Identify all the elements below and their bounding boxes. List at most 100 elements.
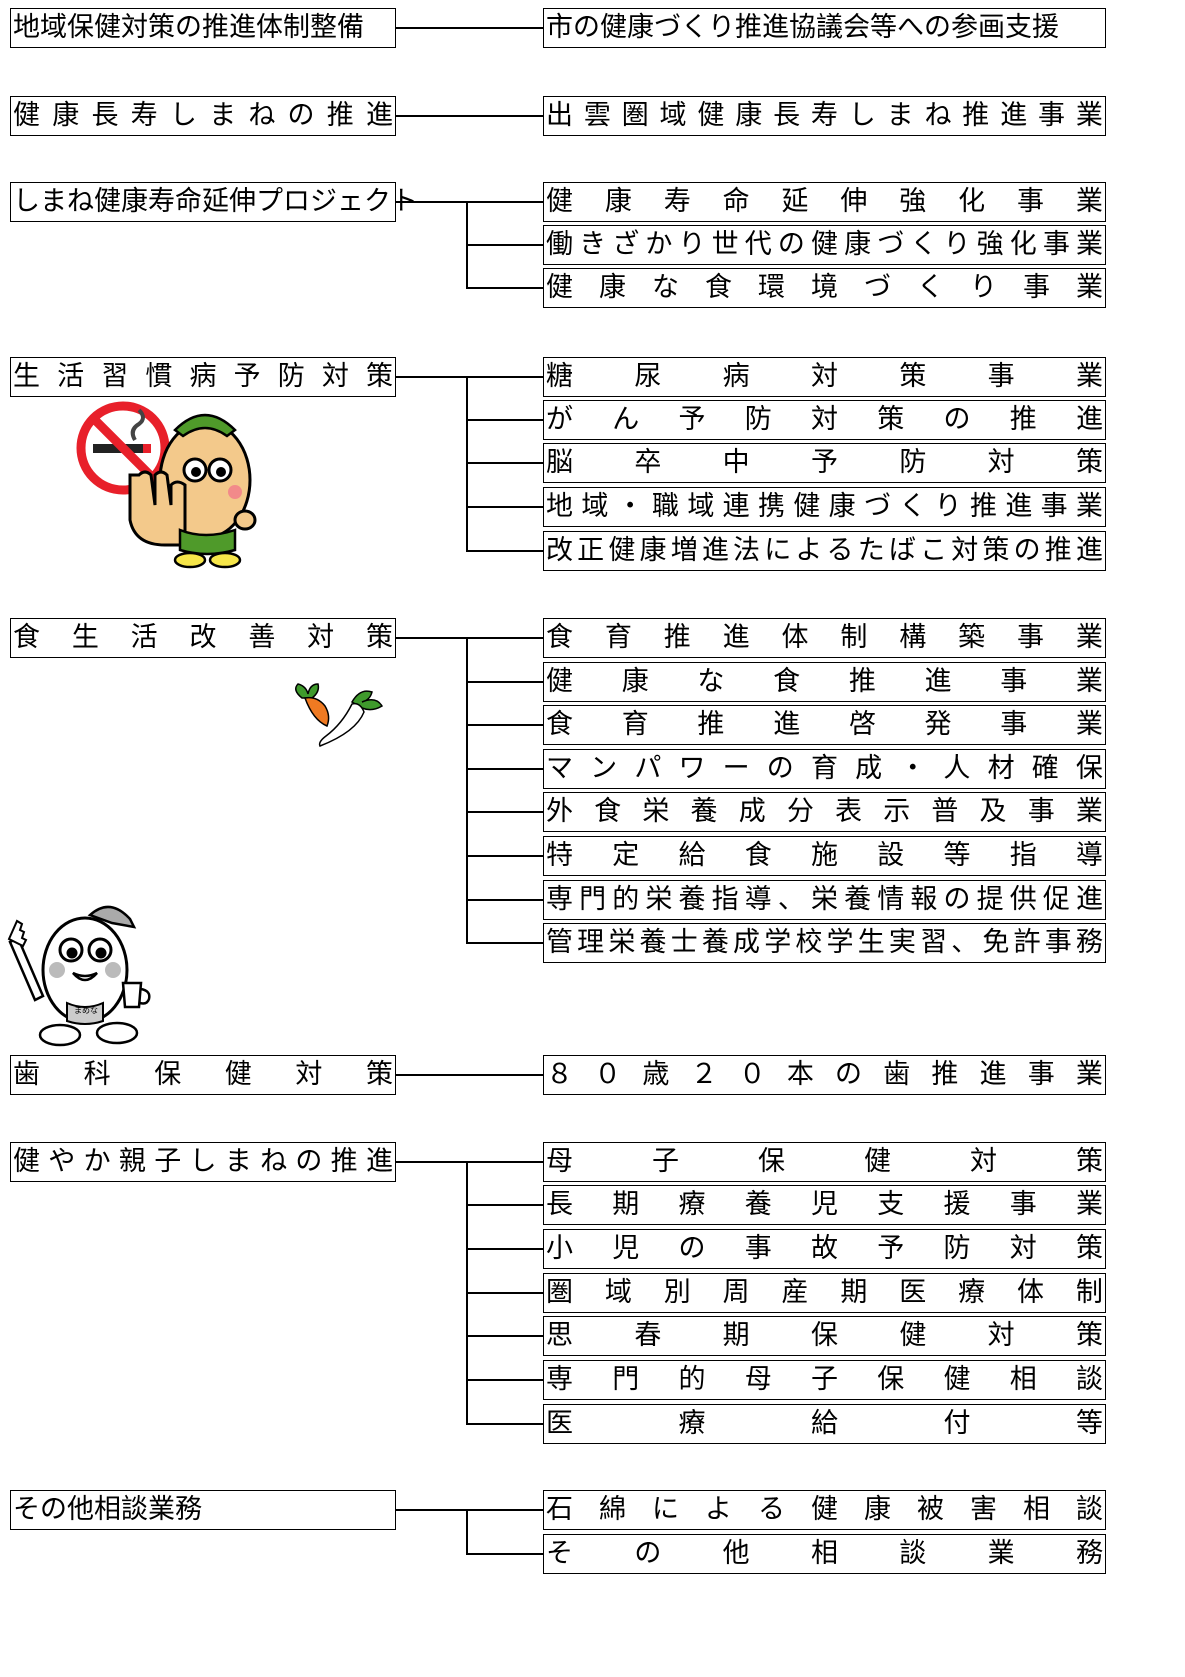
item-box-text: マンパワーの育成・人材確保 <box>546 750 1103 787</box>
category-box-text: 歯科保健対策 <box>13 1056 393 1093</box>
category-box-text: 生活習慣病予防対策 <box>13 358 393 395</box>
item-box: 脳卒中予防対策 <box>543 443 1106 483</box>
item-box-text: 脳卒中予防対策 <box>546 444 1103 481</box>
item-box-text: 特定給食施設等指導 <box>546 837 1103 874</box>
connector-branch <box>466 681 543 683</box>
item-box: 思春期保健対策 <box>543 1316 1106 1356</box>
item-box-text: 食育推進啓発事業 <box>546 706 1103 743</box>
item-box-text: 母子保健対策 <box>546 1143 1103 1180</box>
category-box: 生活習慣病予防対策 <box>10 357 396 397</box>
category-box-text: 健やか親子しまねの推進 <box>13 1143 393 1180</box>
connector-branch <box>466 287 543 289</box>
connector-branch <box>466 899 543 901</box>
item-box-text: 石綿による健康被害相談 <box>546 1491 1103 1528</box>
item-box: その他相談業務 <box>543 1534 1106 1574</box>
connector-line <box>396 27 543 29</box>
item-box-text: 地域・職域連携健康づくり推進事業 <box>546 488 1103 525</box>
connector-branch <box>466 724 543 726</box>
item-box: 長期療養児支援事業 <box>543 1185 1106 1225</box>
item-box: 食育推進体制構築事業 <box>543 618 1106 658</box>
item-box-text: 思春期保健対策 <box>546 1317 1103 1354</box>
connector-branch <box>466 1248 543 1250</box>
connector-branch <box>466 768 543 770</box>
item-box: 小児の事故予防対策 <box>543 1229 1106 1269</box>
vegetables-illustration <box>290 680 390 750</box>
item-box-text: 改正健康増進法によるたばこ対策の推進 <box>546 532 1103 569</box>
item-box: 石綿による健康被害相談 <box>543 1490 1106 1530</box>
connector-branch <box>466 1423 543 1425</box>
connector-line <box>396 637 543 639</box>
item-box-text: 市の健康づくり推進協議会等への参画支援 <box>546 9 1103 46</box>
item-box-text: がん予防対策の推進 <box>546 401 1103 438</box>
item-box-text: 専門的母子保健相談 <box>546 1361 1103 1398</box>
item-box: 特定給食施設等指導 <box>543 836 1106 876</box>
category-box-text: 地域保健対策の推進体制整備 <box>13 9 393 46</box>
connector-line <box>396 1074 543 1076</box>
item-box-text: 健康な食推進事業 <box>546 663 1103 700</box>
item-box: 食育推進啓発事業 <box>543 705 1106 745</box>
connector-trunk <box>466 1509 468 1555</box>
item-box: 医療給付等 <box>543 1404 1106 1444</box>
item-box-text: 長期療養児支援事業 <box>546 1186 1103 1223</box>
category-box: その他相談業務 <box>10 1490 396 1530</box>
item-box: 糖尿病対策事業 <box>543 357 1106 397</box>
item-box: 健康な食環境づくり事業 <box>543 268 1106 308</box>
item-box: 専門的母子保健相談 <box>543 1360 1106 1400</box>
item-box-text: 糖尿病対策事業 <box>546 358 1103 395</box>
toothbrush-mascot-illustration: まめな <box>5 895 155 1050</box>
connector-branch <box>466 1204 543 1206</box>
item-box: 改正健康増進法によるたばこ対策の推進 <box>543 531 1106 571</box>
item-box: 管理栄養士養成学校学生実習、免許事務 <box>543 923 1106 963</box>
category-box: 地域保健対策の推進体制整備 <box>10 8 396 48</box>
item-box: マンパワーの育成・人材確保 <box>543 749 1106 789</box>
item-box-text: 働きざかり世代の健康づくり強化事業 <box>546 226 1103 263</box>
item-box-text: 健康寿命延伸強化事業 <box>546 183 1103 220</box>
badge-text: まめな <box>74 1006 98 1015</box>
item-box-text: 出雲圏域健康長寿しまね推進事業 <box>546 97 1103 134</box>
item-box-text: 管理栄養士養成学校学生実習、免許事務 <box>546 924 1103 961</box>
item-box: 母子保健対策 <box>543 1142 1106 1182</box>
connector-branch <box>466 1379 543 1381</box>
connector-branch <box>466 550 543 552</box>
connector-line <box>396 201 543 203</box>
item-box-text: 圏域別周産期医療体制 <box>546 1274 1103 1311</box>
category-box: 健康長寿しまねの推進 <box>10 96 396 136</box>
item-box: 専門的栄養指導、栄養情報の提供促進 <box>543 880 1106 920</box>
item-box-text: 小児の事故予防対策 <box>546 1230 1103 1267</box>
item-box: 健康寿命延伸強化事業 <box>543 182 1106 222</box>
category-box: 食生活改善対策 <box>10 618 396 658</box>
connector-branch <box>466 811 543 813</box>
connector-branch <box>466 855 543 857</box>
no-smoking-mascot-illustration <box>75 400 260 575</box>
item-box: 地域・職域連携健康づくり推進事業 <box>543 487 1106 527</box>
item-box: 市の健康づくり推進協議会等への参画支援 <box>543 8 1106 48</box>
item-box-text: 外食栄養成分表示普及事業 <box>546 793 1103 830</box>
item-box-text: 専門的栄養指導、栄養情報の提供促進 <box>546 881 1103 918</box>
item-box-text: 食育推進体制構築事業 <box>546 619 1103 656</box>
category-box-text: その他相談業務 <box>13 1491 393 1528</box>
item-box: 圏域別周産期医療体制 <box>543 1273 1106 1313</box>
item-box-text: 医療給付等 <box>546 1405 1103 1442</box>
item-box: 働きざかり世代の健康づくり強化事業 <box>543 225 1106 265</box>
connector-branch <box>466 1292 543 1294</box>
connector-line <box>396 1509 543 1511</box>
item-box: がん予防対策の推進 <box>543 400 1106 440</box>
connector-trunk <box>466 376 468 552</box>
item-box-text: その他相談業務 <box>546 1535 1103 1572</box>
connector-branch <box>466 244 543 246</box>
connector-branch <box>466 506 543 508</box>
category-box-text: 食生活改善対策 <box>13 619 393 656</box>
connector-branch <box>466 462 543 464</box>
connector-branch <box>466 1553 543 1555</box>
category-box: 健やか親子しまねの推進 <box>10 1142 396 1182</box>
connector-branch <box>466 1335 543 1337</box>
item-box: 外食栄養成分表示普及事業 <box>543 792 1106 832</box>
category-box: 歯科保健対策 <box>10 1055 396 1095</box>
connector-branch <box>466 419 543 421</box>
connector-line <box>396 376 543 378</box>
connector-branch <box>466 942 543 944</box>
connector-line <box>396 115 543 117</box>
connector-line <box>396 1161 543 1163</box>
